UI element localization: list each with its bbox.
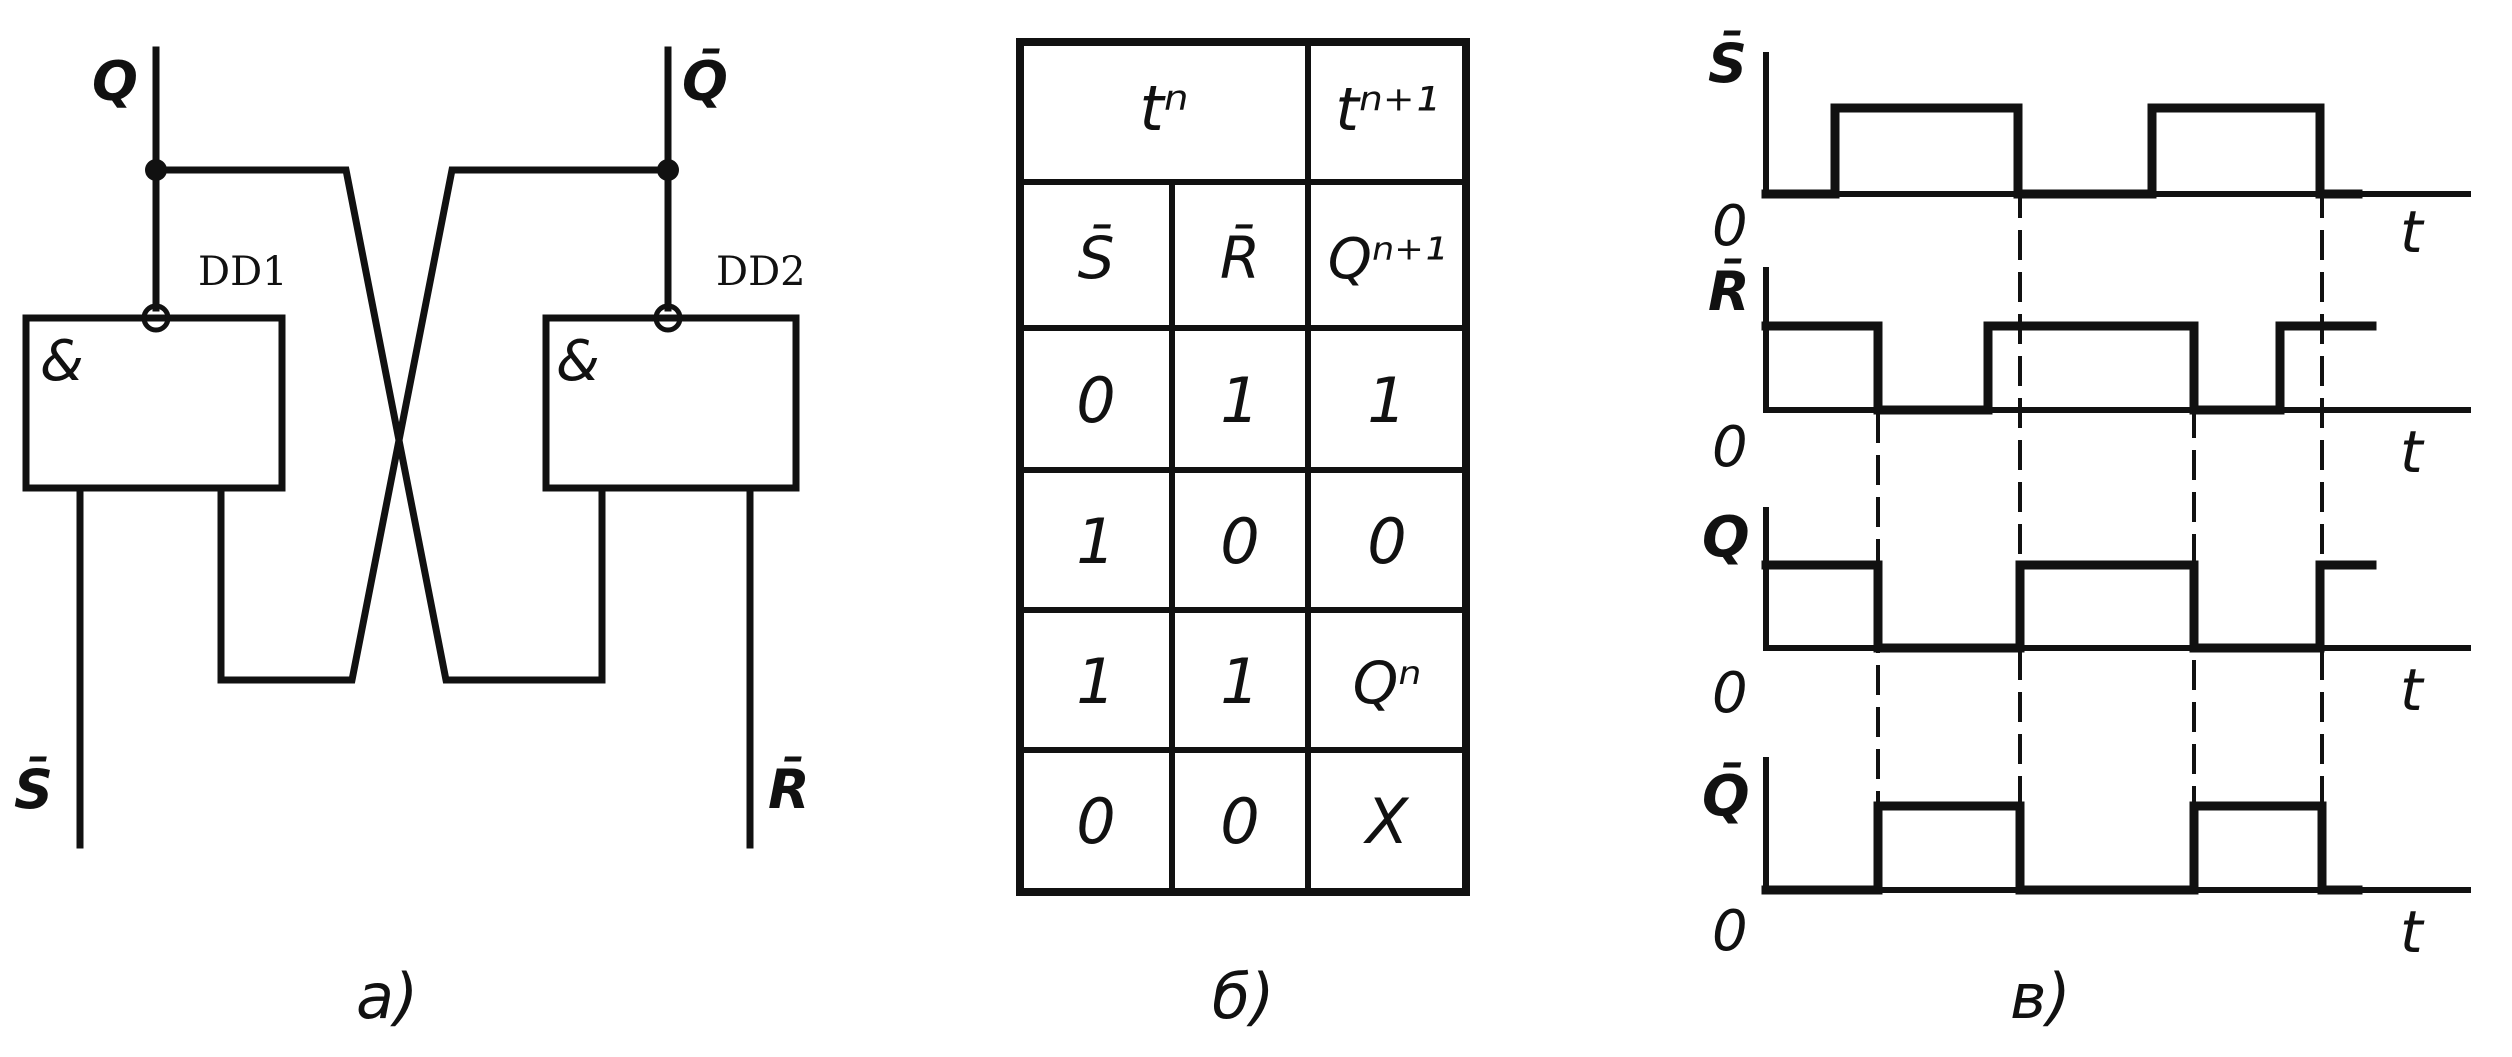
axes-q — [1763, 507, 2471, 651]
signal-track-q: Q 0 t — [1702, 505, 2471, 726]
signal-track-q-bar: Q̄ 0 t — [1702, 757, 2471, 966]
col-header-r-bar: R̄ — [1220, 222, 1260, 292]
zero-label-s-bar: 0 — [1712, 194, 1748, 259]
label-and-dd1: & — [40, 329, 84, 394]
gate-dd1-body — [22, 314, 286, 492]
header-t-n: tⁿ — [1139, 72, 1188, 145]
cell-r3-c1: 1 — [1076, 645, 1115, 718]
cell-r2-c2: 0 — [1220, 505, 1259, 578]
wire-feedback-qbar-to-dd1 — [217, 166, 672, 684]
time-label-q-bar: t — [2400, 898, 2425, 966]
header-t-n-plus-1: tⁿ⁺¹ — [1335, 75, 1438, 145]
label-q-bar: Q̄ — [682, 49, 728, 113]
label-dd1: DD1 — [198, 249, 288, 295]
time-label-r-bar: t — [2400, 418, 2425, 486]
inverter-bubble-dd1 — [141, 303, 171, 333]
axes-q-bar — [1763, 757, 2471, 893]
cell-r1-c1: 0 — [1076, 364, 1115, 437]
transition-markers — [1876, 188, 2324, 892]
rs-latch-circuit: Q Q̄ DD1 DD2 & & S̄ R̄ а) — [14, 46, 810, 1033]
col-header-q-next: Qⁿ⁺¹ — [1328, 227, 1446, 292]
gate-dd2-body — [542, 314, 800, 492]
truth-table: tⁿ tⁿ⁺¹ S̄ R̄ Qⁿ⁺¹ 0 1 1 1 0 0 1 1 Qⁿ 0 … — [1016, 38, 1470, 1033]
table-row-rules — [1017, 179, 1469, 753]
signal-track-s-bar: S̄ 0 t — [1708, 31, 2471, 266]
cell-r2-c3: 0 — [1367, 505, 1406, 578]
signal-label-q: Q — [1702, 505, 1750, 570]
table-column-rules — [1169, 39, 1311, 895]
cell-r2-c1: 1 — [1076, 505, 1115, 578]
label-r-bar: R̄ — [768, 757, 810, 821]
axes-r-bar — [1763, 267, 2471, 413]
caption-c: в) — [2010, 960, 2071, 1033]
waveform-r-bar — [1761, 321, 2377, 415]
cell-r3-c3: Qⁿ — [1353, 649, 1422, 717]
inverter-bubble-dd2 — [653, 303, 683, 333]
cell-r4-c2: 0 — [1220, 785, 1259, 858]
signal-label-r-bar: R̄ — [1708, 259, 1750, 323]
caption-a: а) — [356, 960, 418, 1033]
zero-label-q: 0 — [1712, 661, 1748, 726]
label-and-dd2: & — [556, 329, 600, 394]
label-s-bar: S̄ — [14, 757, 53, 821]
cell-r1-c2: 1 — [1220, 364, 1259, 437]
signal-label-s-bar: S̄ — [1708, 31, 1747, 95]
label-q: Q — [92, 50, 138, 113]
timing-diagram: S̄ 0 t R̄ 0 t Q 0 t Q̄ 0 t в) — [1702, 31, 2471, 1033]
col-header-s-bar: S̄ — [1078, 222, 1115, 292]
cell-r4-c3: X — [1363, 785, 1410, 858]
axes-s-bar — [1763, 52, 2471, 197]
signal-track-r-bar: R̄ 0 t — [1708, 259, 2471, 486]
time-label-q: t — [2400, 656, 2425, 724]
waveform-q — [1761, 560, 2377, 653]
time-label-s-bar: t — [2400, 198, 2425, 266]
wire-feedback-q-to-dd2 — [152, 166, 606, 684]
label-dd2: DD2 — [716, 249, 806, 295]
cell-r1-c3: 1 — [1367, 364, 1406, 437]
zero-label-q-bar: 0 — [1712, 899, 1748, 964]
signal-label-q-bar: Q̄ — [1702, 762, 1750, 829]
zero-label-r-bar: 0 — [1712, 415, 1748, 480]
cell-r4-c1: 0 — [1076, 785, 1115, 858]
caption-b: б) — [1212, 960, 1274, 1033]
waveform-s-bar — [1761, 103, 2363, 199]
cell-r3-c2: 1 — [1220, 645, 1259, 718]
waveform-q-bar — [1761, 801, 2363, 895]
